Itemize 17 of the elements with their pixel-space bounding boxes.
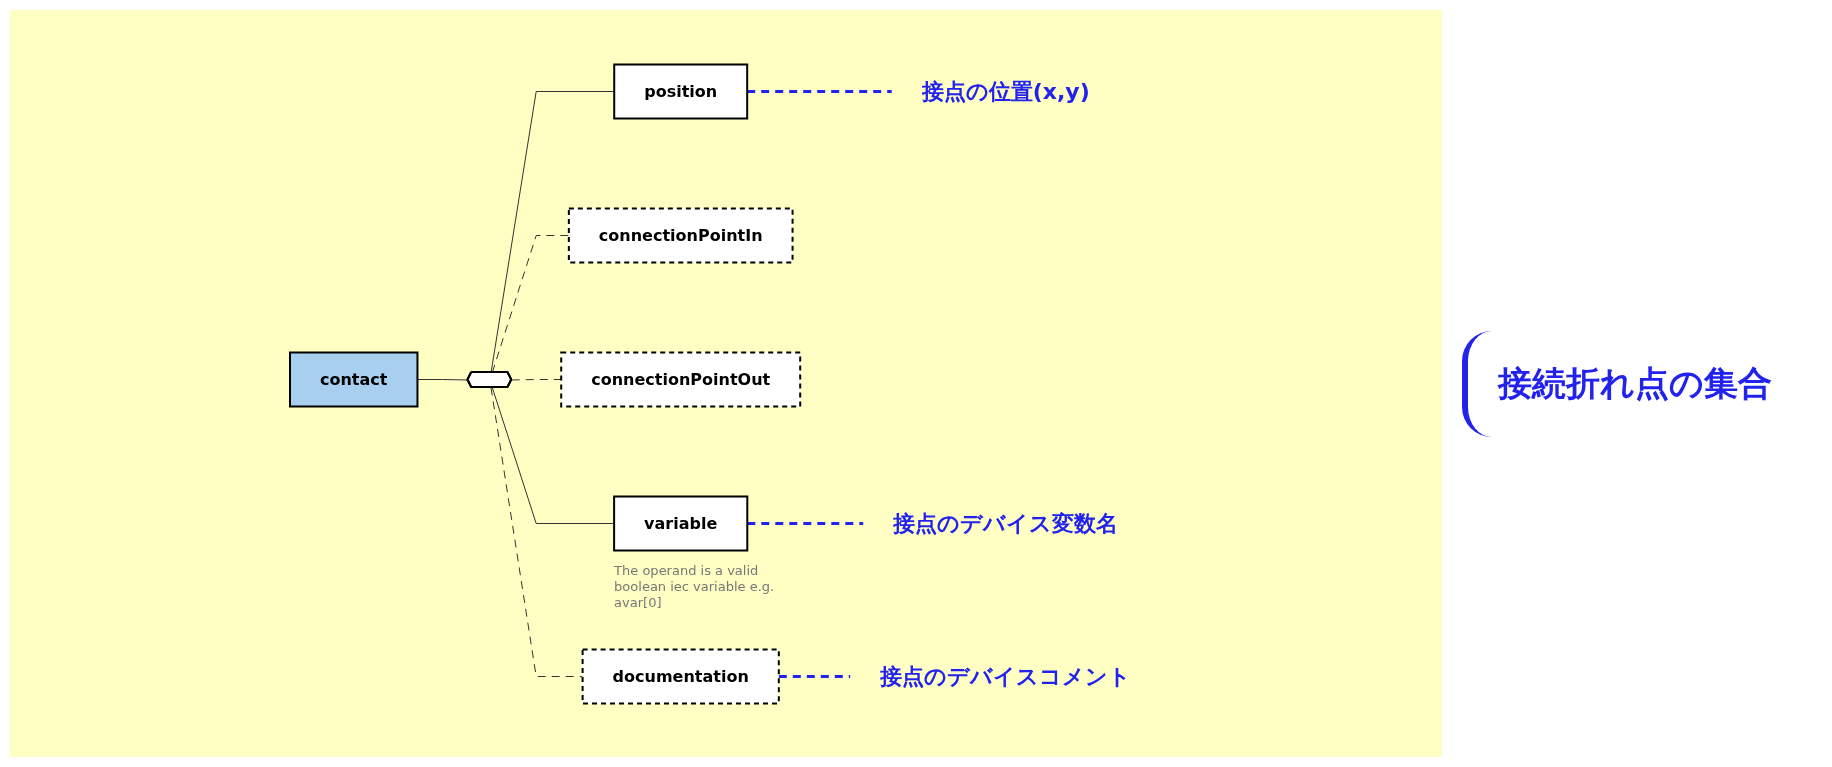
node-text: 接点の位置(x,y) <box>922 78 1091 104</box>
node-box: position <box>613 63 749 119</box>
connector <box>417 378 469 380</box>
connector <box>747 521 864 525</box>
node-box: connectionPointIn <box>568 207 794 263</box>
node-box: variable <box>613 495 749 551</box>
node-box: connectionPointOut <box>560 351 802 407</box>
connector <box>492 386 615 524</box>
node-box: documentation <box>582 648 781 704</box>
description-text: The operand is a valid boolean iec variable e.g. avar[0] <box>614 562 775 609</box>
node-text: 接点のデバイス変数名 <box>893 510 1119 536</box>
connector <box>492 234 570 373</box>
node-box: contact <box>289 351 419 407</box>
node-text: 接点のデバイスコメント <box>880 663 1132 689</box>
connector <box>747 89 893 93</box>
bracket-note: 接続折れ点の集合 <box>1462 330 1772 437</box>
connector <box>779 674 851 678</box>
